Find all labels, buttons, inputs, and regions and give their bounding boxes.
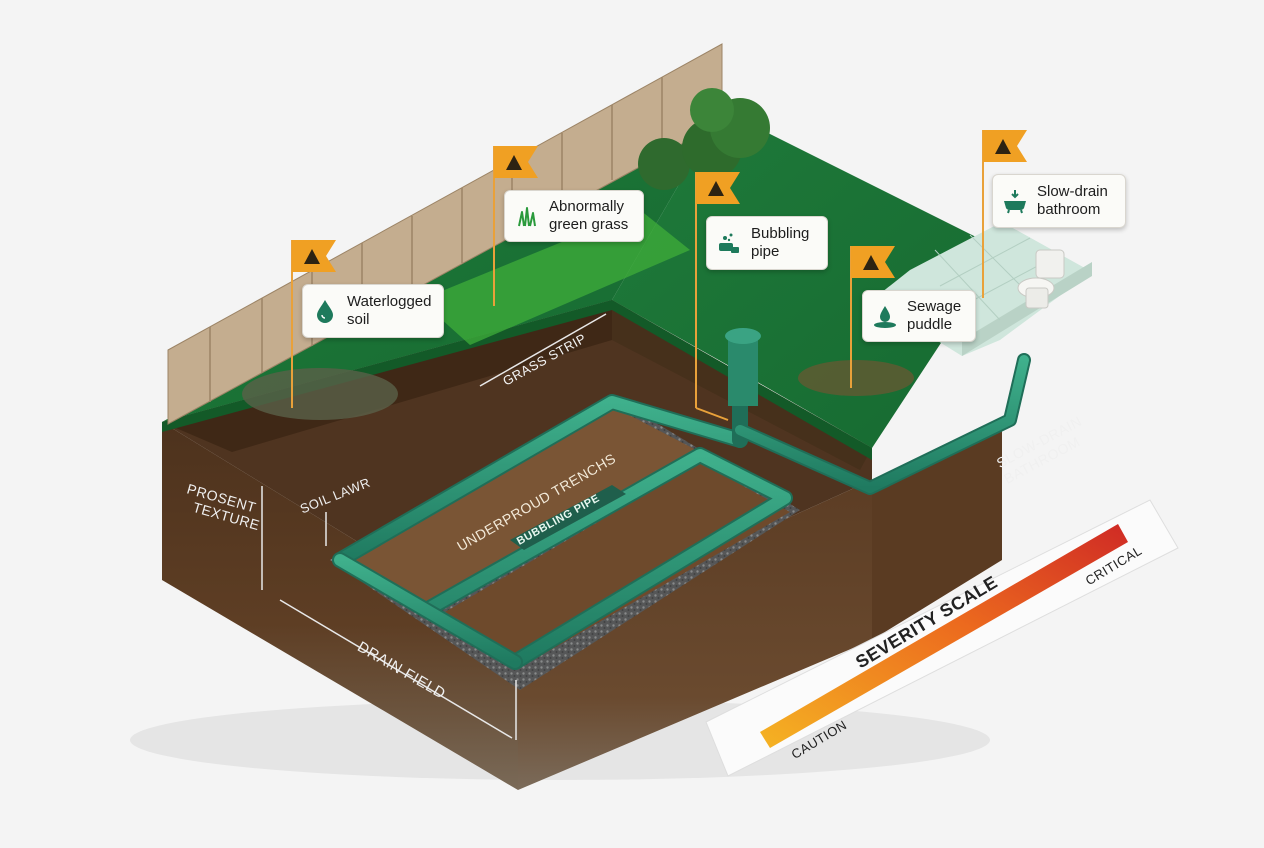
callout-waterlogged-soil: Waterlogged soil: [302, 284, 444, 338]
bubbling-pipe-tag: [510, 485, 626, 550]
sewage-puddle-text: Sewage puddle: [907, 298, 962, 333]
bubbling-pipe-text: Bubbling pipe: [751, 225, 810, 260]
sewage-puddle: [798, 360, 914, 396]
dirt-mound-front: [445, 462, 790, 662]
bathroom-tile-edge: [962, 262, 1092, 356]
green-grass-text: Abnormally green grass: [549, 198, 629, 233]
toilet-icon: [1017, 249, 1065, 309]
callout-abnormally-green-grass: Abnormally green grass: [504, 190, 644, 242]
green-grass-patch: [420, 210, 690, 345]
water-drop-icon: [317, 300, 333, 323]
slow-drain-text: Slow-drain bathroom: [1037, 183, 1108, 218]
callout-bubbling-pipe: Bubbling pipe: [706, 216, 828, 270]
shrub-bushes: [638, 88, 770, 190]
waterlogged-patch: [242, 368, 398, 420]
puddle-icon: [874, 306, 896, 328]
waterlogged-text: Waterlogged soil: [347, 293, 432, 328]
callout-sewage-puddle: Sewage puddle: [862, 290, 976, 342]
grass-icon: [518, 207, 536, 227]
callout-slow-drain-bathroom: Slow-drain bathroom: [992, 174, 1126, 228]
drain-field-pipes: [332, 353, 1031, 670]
severity-gradient-bar: [760, 524, 1128, 748]
dimension-lines: [261, 313, 607, 740]
soil-face-front-right: [518, 480, 872, 790]
bathtub-drain-icon: [1004, 190, 1026, 214]
dirt-mound-back: [345, 405, 700, 606]
soil-face-front-left: [162, 422, 518, 790]
bubbling-pipe-icon: [719, 233, 739, 253]
severity-scale-card: [705, 499, 1179, 777]
septic-tank-riser: [725, 328, 761, 406]
warning-triangle-icon: [304, 139, 1011, 270]
